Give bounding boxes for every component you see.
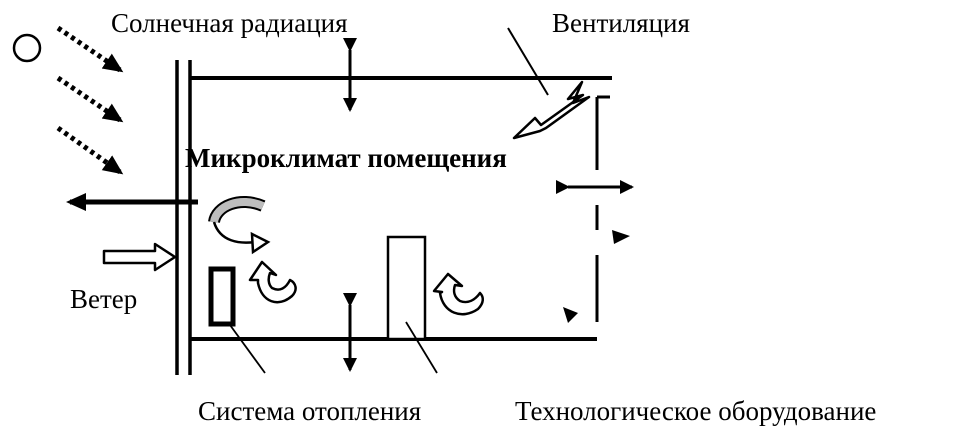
outer-wall	[175, 60, 192, 375]
inflow-arrow-icon	[563, 307, 578, 323]
solar-radiation-label: Солнечная радиация	[111, 8, 348, 38]
wind-arrow-icon	[102, 242, 177, 272]
air-circulation-equipment-icon	[432, 272, 484, 316]
right-wall	[595, 95, 610, 322]
solar-ray-icon	[56, 125, 124, 175]
microclimate-label: Микроклимат помещения	[185, 143, 507, 173]
ventilation-label: Вентиляция	[552, 8, 690, 38]
ventilation-arrow-icon	[512, 80, 591, 140]
solar-ray-icon	[56, 75, 124, 123]
ventilation-pointer	[507, 27, 549, 96]
sun-icon	[12, 33, 42, 63]
heating-system-label: Система отопления	[198, 396, 422, 426]
solar-rays	[56, 25, 124, 175]
technological-equipment-label: Технологическое оборудование	[515, 396, 877, 426]
air-circulation-heater-icon	[248, 260, 297, 304]
air-circulation-top-icon	[208, 196, 271, 255]
outflow-arrow-icon	[612, 230, 630, 244]
wind-label: Ветер	[70, 284, 138, 314]
heating-pointer	[229, 324, 266, 374]
heater-icon	[208, 266, 236, 327]
equipment-pointer	[405, 321, 438, 374]
